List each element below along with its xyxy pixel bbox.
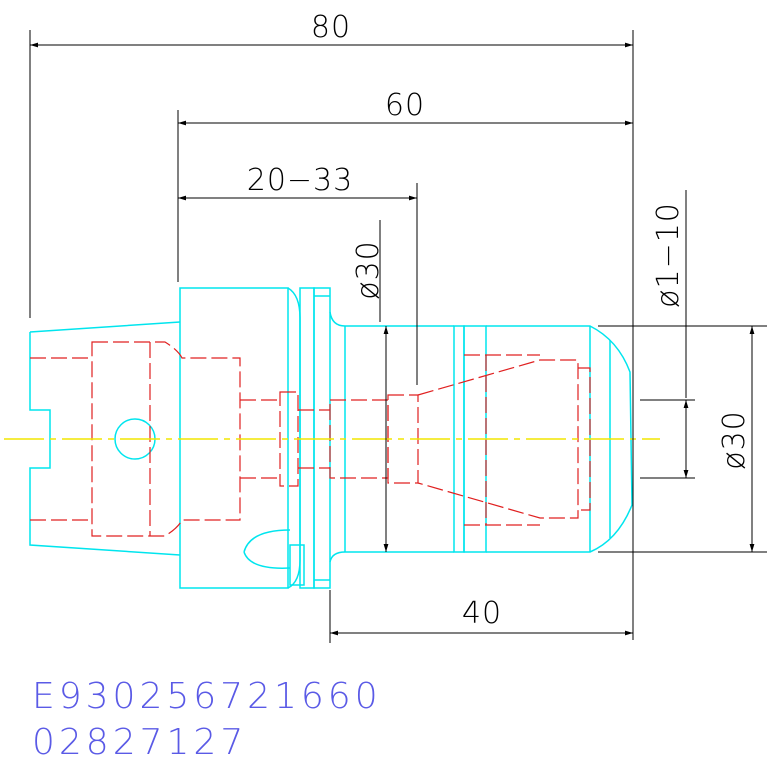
part-code-secondary: 02827127 — [32, 722, 248, 763]
dim-collet-range: ø1−10 — [651, 202, 686, 308]
tool-holder-outline — [29, 287, 633, 589]
dim-nut-length: 40 — [462, 596, 502, 631]
dimension-lines — [29, 30, 767, 643]
dim-overall-length: 80 — [311, 10, 351, 45]
dim-clamp-range: 20−33 — [247, 163, 353, 198]
dim-shank-length: 60 — [385, 88, 425, 123]
part-code-primary: E930256721660 — [32, 676, 382, 717]
dim-bore-dia: ø30 — [351, 240, 386, 300]
dim-outer-dia: ø30 — [717, 410, 752, 470]
